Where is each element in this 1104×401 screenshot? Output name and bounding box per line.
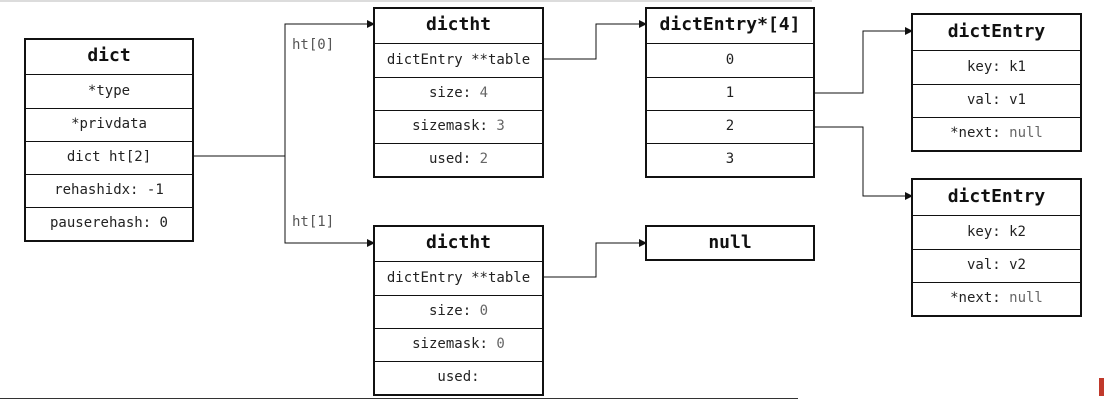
array-slot-1: 1 xyxy=(647,77,813,110)
dict-struct: dict *type *privdata dict ht[2] rehashid… xyxy=(24,38,194,242)
dictht0-size-value: 4 xyxy=(479,85,489,101)
array-slot-0: 0 xyxy=(647,43,813,77)
dictht1-size-field: size: 0 xyxy=(375,295,542,328)
null-struct: null xyxy=(645,225,815,261)
dict-pauserehash-field: pauserehash: 0 xyxy=(26,207,192,240)
dictht0-sizemask-key: sizemask: xyxy=(412,118,488,134)
dictht1-size-value: 0 xyxy=(479,303,489,319)
dictentry-k2-next-field: *next: null xyxy=(913,282,1080,315)
dict-type-field: *type xyxy=(26,74,192,108)
dictht1-table-field: dictEntry **table xyxy=(375,261,542,295)
ht1-connector xyxy=(284,156,375,247)
dictentry-k2-struct: dictEntry key: k2 val: v2 *next: null xyxy=(911,178,1082,317)
dictentry-k1-next-value: null xyxy=(1009,125,1043,141)
ht0-label: ht[0] xyxy=(292,37,335,53)
top-edge-line xyxy=(0,0,812,2)
ht1-label: ht[1] xyxy=(292,214,335,230)
dictentry-k2-val-field: val: v2 xyxy=(913,249,1080,282)
dictentry-k1-key-field: key: k1 xyxy=(913,50,1080,84)
dict-privdata-field: *privdata xyxy=(26,108,192,141)
dictentry-k1-val-field: val: v1 xyxy=(913,84,1080,117)
table1-connector xyxy=(543,239,647,278)
dictentry-k2-next-key: *next: xyxy=(950,290,1001,306)
dict-title: dict xyxy=(87,45,131,66)
dictht0-size-field: size: 4 xyxy=(375,77,542,110)
dictht0-used-key: used: xyxy=(428,151,472,167)
dictht1-size-key: size: xyxy=(428,303,472,319)
ht-connector xyxy=(193,20,375,157)
dictentry-k2-key-field: key: k2 xyxy=(913,215,1080,249)
dictht0-size-key: size: xyxy=(428,85,472,101)
dictht1-struct: dictht dictEntry **table size: 0 sizemas… xyxy=(373,225,544,396)
null-title: null xyxy=(708,232,752,253)
dictentry-k1-struct: dictEntry key: k1 val: v1 *next: null xyxy=(911,13,1082,152)
dictentry-k2-title: dictEntry xyxy=(947,186,1046,207)
bottom-edge-line xyxy=(0,398,798,399)
dictentry-k2-next-value: null xyxy=(1009,290,1043,306)
dictht1-used-field: used: xyxy=(375,361,542,394)
dictht0-title: dictht xyxy=(425,14,492,35)
slot2-connector xyxy=(815,126,913,200)
dictht1-sizemask-key: sizemask: xyxy=(412,336,488,352)
dictht1-title: dictht xyxy=(425,232,492,253)
edge-marker xyxy=(1099,378,1104,396)
array-slot-2: 2 xyxy=(647,110,813,143)
dictht0-used-value: 2 xyxy=(479,151,489,167)
dictht0-sizemask-field: sizemask: 3 xyxy=(375,110,542,143)
dictht1-used-key: used: xyxy=(437,369,480,385)
dictht0-table-field: dictEntry **table xyxy=(375,43,542,77)
array-slot-3: 3 xyxy=(647,143,813,176)
dict-ht-field: dict ht[2] xyxy=(26,141,192,174)
slot1-connector xyxy=(815,27,913,94)
dictht0-used-field: used: 2 xyxy=(375,143,542,176)
table0-connector xyxy=(543,20,647,60)
dict-rehashidx-field: rehashidx: -1 xyxy=(26,174,192,207)
dictht1-sizemask-field: sizemask: 0 xyxy=(375,328,542,361)
entry-array-struct: dictEntry*[4] 0 1 2 3 xyxy=(645,7,815,178)
dictht0-struct: dictht dictEntry **table size: 4 sizemas… xyxy=(373,7,544,178)
dictht0-sizemask-value: 3 xyxy=(496,118,505,134)
dictentry-k1-title: dictEntry xyxy=(947,21,1046,42)
dictht1-sizemask-value: 0 xyxy=(496,336,505,352)
entry-array-title: dictEntry*[4] xyxy=(659,14,801,35)
dictentry-k1-next-field: *next: null xyxy=(913,117,1080,150)
dictentry-k1-next-key: *next: xyxy=(950,125,1001,141)
